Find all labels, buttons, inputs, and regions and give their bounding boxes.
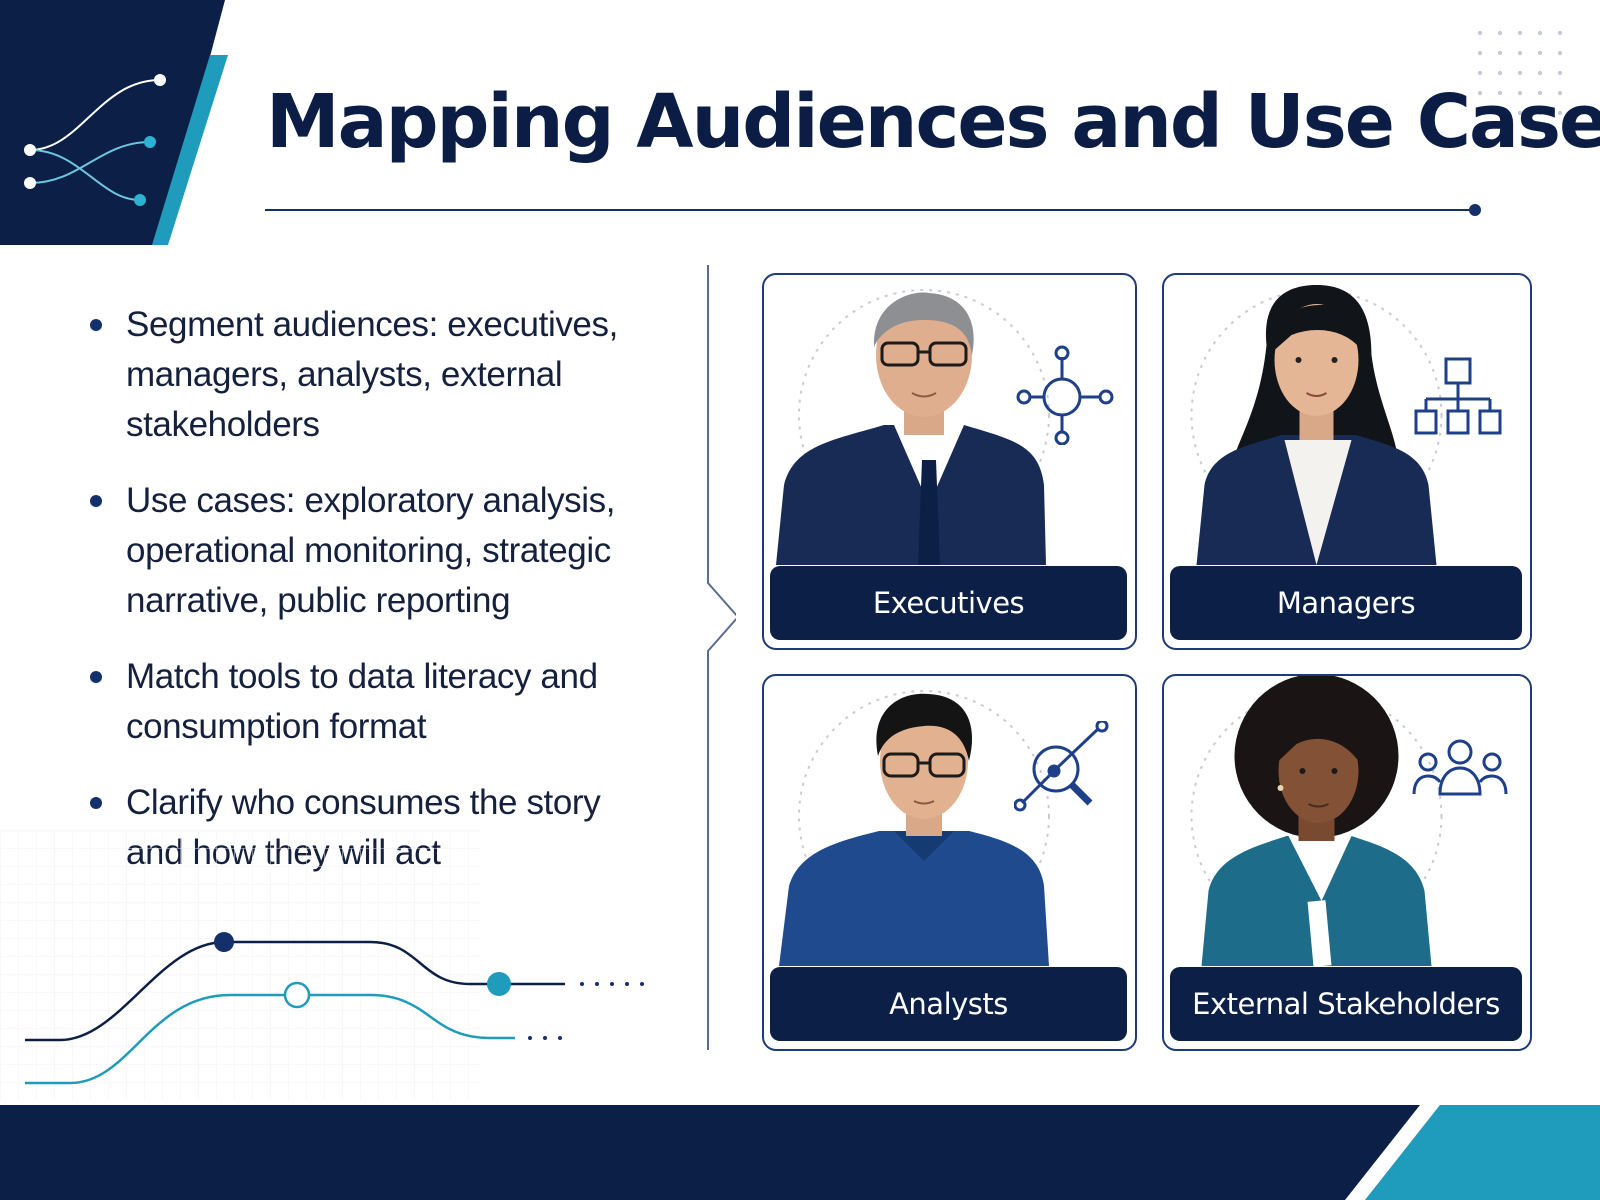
bullet-item: Segment audiences: executives, managers,… [88,300,648,450]
bullet-item: Use cases: exploratory analysis, operati… [88,476,648,626]
org-chart-icon [1414,357,1502,435]
audience-card-analysts[interactable]: Analysts [762,674,1137,1051]
decorative-flow-lines [0,830,644,1100]
group-people-icon [1412,739,1508,796]
bullet-dot [90,495,102,507]
card-label-managers: Managers [1170,566,1522,640]
external-stakeholder-portrait [1190,676,1443,967]
title-underline [265,204,1481,216]
executive-portrait [776,289,1050,565]
bullet-item: Match tools to data literacy and consump… [88,652,648,752]
audience-card-external-stakeholders[interactable]: External Stakeholders [1162,674,1532,1051]
footer-band [0,1105,1600,1200]
bullet-text: Use cases: exploratory analysis, operati… [126,481,616,620]
manager-portrait [1190,285,1443,565]
audience-card-managers[interactable]: Managers [1162,273,1532,650]
corner-network-graphic [0,0,228,245]
section-divider [707,265,736,1050]
dot-grid-decoration [1477,30,1563,116]
network-hub-icon [1016,345,1114,445]
page-title: Mapping Audiences and Use Cases [266,79,1600,165]
bullet-text: Segment audiences: executives, managers,… [126,305,618,444]
analyst-portrait [779,690,1050,966]
bullet-dot [90,319,102,331]
magnifier-analysis-icon [1014,721,1109,812]
bullet-dot [90,797,102,809]
bullet-dot [90,671,102,683]
card-label-analysts: Analysts [770,967,1127,1041]
bullet-text: Match tools to data literacy and consump… [126,657,598,746]
audience-card-executives[interactable]: Executives [762,273,1137,650]
card-label-executives: Executives [770,566,1127,640]
card-label-external-stakeholders: External Stakeholders [1170,967,1522,1041]
bullet-list: Segment audiences: executives, managers,… [88,300,648,904]
